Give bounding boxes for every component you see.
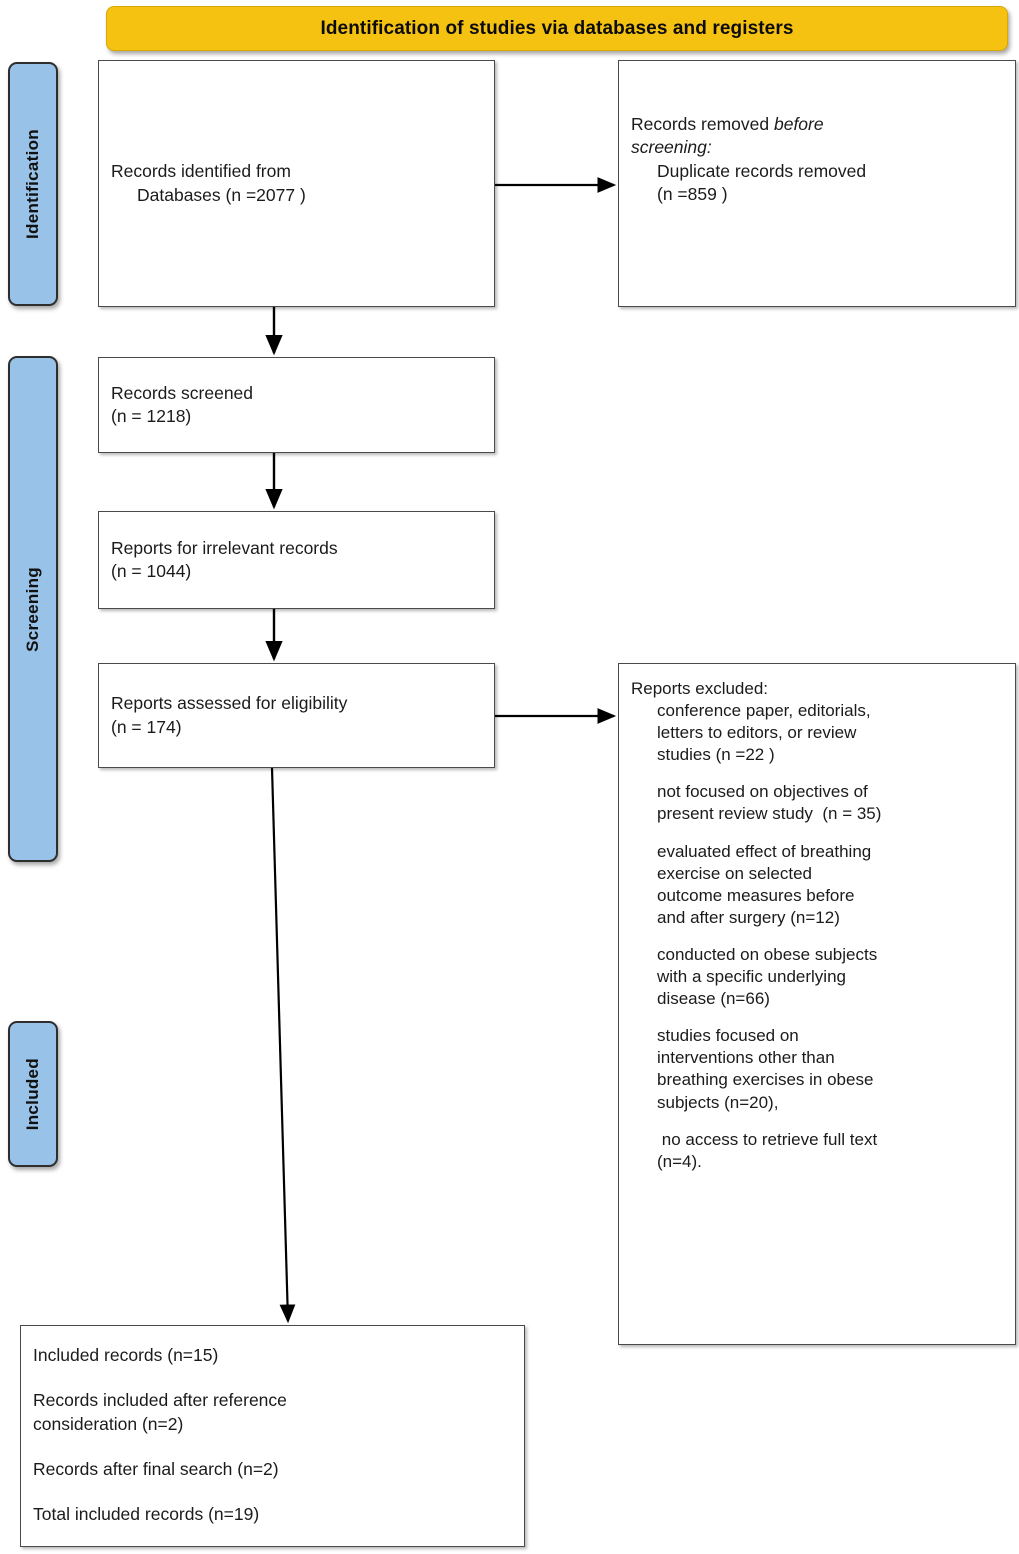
included-records-line-2: Records included after reference conside… (33, 1390, 287, 1434)
spacer (631, 766, 1003, 781)
records-removed-italic-before: before (773, 114, 824, 134)
reports-excluded-heading: Reports excluded: (631, 679, 769, 698)
box-records-screened: Records screened (n = 1218) (98, 357, 495, 453)
reports-excluded-reason: conference paper, editorials, letters to… (657, 701, 871, 765)
arrow-eligibility-to-included (270, 767, 296, 1324)
reports-eligibility-line-2: (n = 174) (111, 716, 182, 737)
records-removed-line-3: Duplicate records removed (657, 160, 867, 181)
reports-excluded-reason: conducted on obese subjects with a speci… (657, 944, 878, 1009)
diagram-title: Identification of studies via databases … (320, 17, 794, 39)
stage-tab-included-label: Included (23, 1057, 42, 1131)
reports-excluded-reason: not focused on objectives of present rev… (657, 782, 882, 824)
reports-excluded-reason: no access to retrieve full text (n=4). (657, 1129, 878, 1171)
records-identified-line-2: Databases (n =2077 ) (137, 184, 306, 205)
box-records-removed: Records removed before screening: Duplic… (618, 60, 1016, 307)
records-removed-line-1: Records removed before (631, 113, 1003, 136)
stage-tab-identification: Identification (8, 62, 58, 306)
reports-irrelevant-line-2: (n = 1044) (111, 561, 192, 581)
reports-irrelevant-line-1: Reports for irrelevant records (111, 537, 338, 558)
records-removed-line-4: (n =859 ) (657, 183, 728, 204)
spacer (631, 1010, 1003, 1025)
stage-tab-included: Included (8, 1021, 58, 1167)
spacer (631, 1114, 1003, 1129)
box-included-records: Included records (n=15) Records included… (20, 1325, 525, 1547)
included-records-line-1: Included records (n=15) (33, 1345, 219, 1365)
stage-tab-screening: Screening (8, 356, 58, 862)
reports-excluded-reason: studies focused on interventions other t… (657, 1026, 874, 1112)
box-reports-excluded: Reports excluded: conference paper, edit… (618, 663, 1016, 1345)
records-removed-line-2: screening: (631, 137, 712, 158)
records-removed-normal-text: Records removed (631, 114, 774, 134)
included-records-line-4: Total included records (n=19) (33, 1504, 260, 1525)
records-screened-line-1: Records screened (111, 382, 254, 403)
records-screened-line-2: (n = 1218) (111, 406, 192, 426)
reports-eligibility-line-1: Reports assessed for eligibility (111, 693, 348, 714)
stage-tab-identification-label: Identification (23, 129, 42, 239)
spacer (631, 826, 1003, 841)
box-records-identified: Records identified from Databases (n =20… (98, 60, 495, 307)
box-reports-eligibility: Reports assessed for eligibility (n = 17… (98, 663, 495, 768)
box-reports-irrelevant: Reports for irrelevant records (n = 1044… (98, 511, 495, 609)
diagram-header-banner: Identification of studies via databases … (106, 6, 1008, 51)
records-identified-line-1: Records identified from (111, 161, 291, 182)
spacer (631, 929, 1003, 944)
stage-tab-screening-label: Screening (23, 566, 42, 652)
reports-excluded-reason: evaluated effect of breathing exercise o… (657, 841, 872, 927)
included-records-line-3: Records after final search (n=2) (33, 1458, 279, 1479)
